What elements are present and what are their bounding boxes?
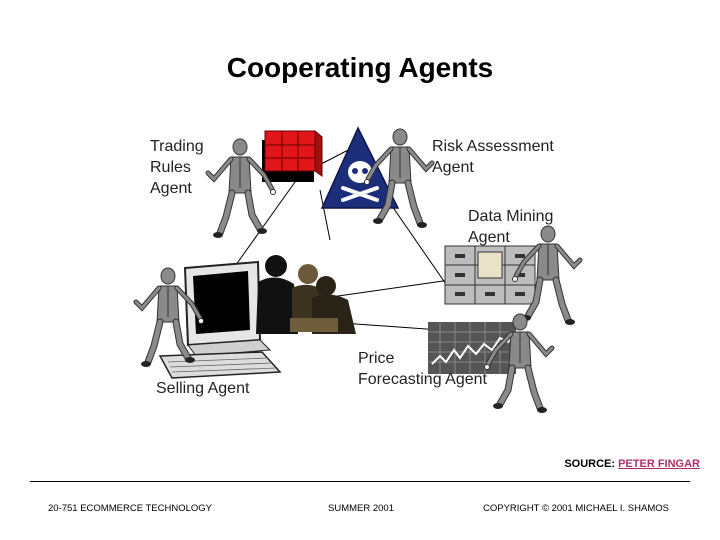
trading-rules-agent-label: Trading Rules Agent [150, 138, 204, 197]
computer-monitor-icon [158, 260, 282, 379]
footer-term: SUMMER 2001 [328, 503, 394, 514]
footer-copyright: COPYRIGHT © 2001 MICHAEL I. SHAMOS [483, 503, 669, 514]
stock-chart-icon [428, 322, 516, 374]
red-blocks-icon [262, 129, 323, 182]
file-cabinet-icon [444, 245, 536, 305]
source-prefix: SOURCE: [564, 458, 619, 470]
footer-course: 20-751 ECOMMERCE TECHNOLOGY [48, 503, 213, 514]
selling-agent-label: Selling Agent [156, 380, 250, 397]
slide-title: Cooperating Agents [226, 52, 494, 83]
footer-divider [30, 481, 690, 482]
price-forecasting-agent-label: Price Forecasting Agent [358, 350, 487, 388]
people-silhouettes-icon [256, 255, 356, 334]
source-link[interactable]: PETER FINGAR [618, 458, 700, 470]
risk-assessment-agent-label: Risk Assessment Agent [432, 138, 554, 176]
source-credit: SOURCE: PETER FINGAR [564, 458, 700, 470]
data-mining-agent-label: Data Mining Agent [468, 208, 554, 246]
